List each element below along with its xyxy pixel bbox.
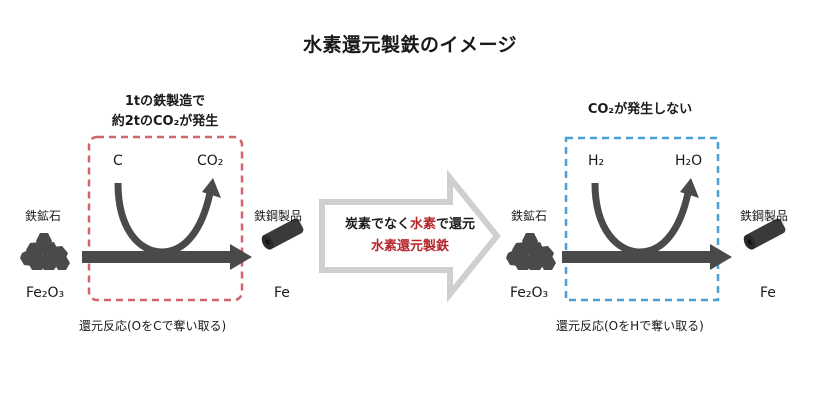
right-input-label: 鉄鉱石 [511,209,548,223]
right-caption: CO₂が発生しない [587,102,693,117]
right-curved-arrow [591,178,699,256]
transition-line1: 炭素でなく水素で還元 [325,214,495,236]
left-output-formula: Fe [274,285,290,301]
left-note: 還元反応(OをCで奪い取る) [79,319,227,333]
right-output-formula: Fe [760,285,776,301]
transition-arrow [319,169,501,303]
right-main-arrow [562,244,732,270]
left-curved-arrow [114,178,221,256]
left-output-label: 鉄鋼製品 [254,209,303,223]
left-main-arrow [82,244,252,270]
transition-line2: 水素還元製鉄 [370,239,449,254]
steel-product-icon [743,218,786,250]
right-reactant-out: H₂O [675,153,703,169]
left-reactant-out: CO₂ [197,153,224,169]
iron-ore-icon [20,233,70,270]
right-note: 還元反応(OをHで奪い取る) [556,319,704,333]
left-reactant-in: C [113,153,123,169]
steel-product-icon [261,218,304,250]
left-caption-line2: 約2tのCO₂が発生 [111,114,219,129]
left-caption-line1: 1tの鉄製造で [124,94,206,109]
left-reaction-box [87,135,244,302]
left-input-formula: Fe₂O₃ [26,285,65,301]
right-reactant-in: H₂ [588,153,605,169]
iron-ore-icon [506,233,556,270]
right-reaction-box [564,136,720,302]
left-input-label: 鉄鉱石 [25,209,62,223]
transition-line1-part2: で還元 [436,217,476,232]
right-input-formula: Fe₂O₃ [510,285,549,301]
right-output-label: 鉄鋼製品 [740,209,789,223]
left-caption: 1tの鉄製造で 約2tのCO₂が発生 [85,92,245,132]
transition-text: 炭素でなく水素で還元 水素還元製鉄 [325,214,495,258]
transition-line1-part1: 炭素でなく [344,217,410,232]
page-title: 水素還元製鉄のイメージ [302,34,518,56]
transition-line1-highlight: 水素 [409,217,436,232]
